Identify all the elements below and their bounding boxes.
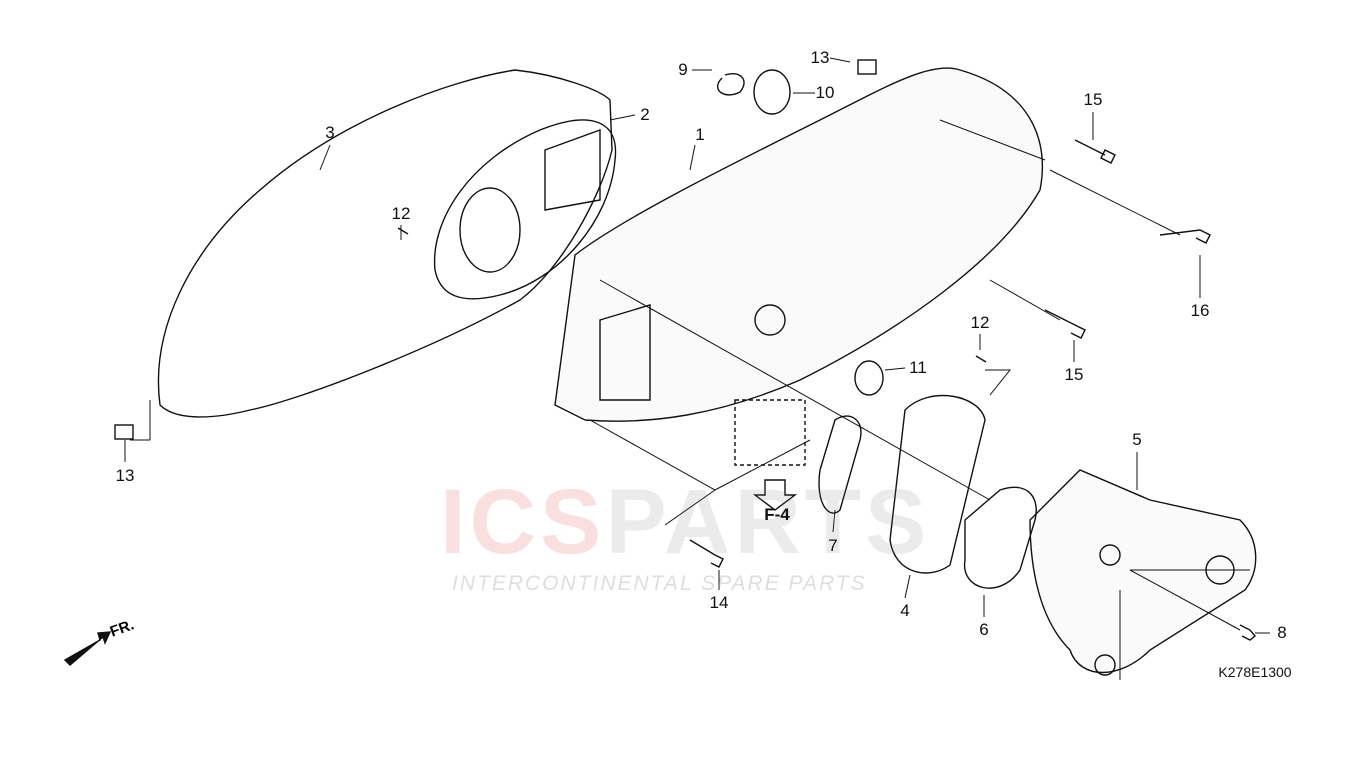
cover-boss — [754, 304, 786, 336]
circlip-9 — [716, 73, 745, 96]
bracket-detail — [734, 399, 806, 466]
callout-4[interactable]: 4 — [900, 601, 910, 620]
gasket-7 — [818, 415, 862, 514]
callout-5[interactable]: 5 — [1132, 430, 1142, 449]
cover-5-hole — [1094, 654, 1116, 676]
callout-11[interactable]: 11 — [909, 358, 927, 377]
callout-6[interactable]: 6 — [979, 620, 989, 639]
callout-2[interactable]: 2 — [640, 105, 650, 124]
dowel-pin-13 — [114, 424, 134, 440]
screw-12 — [397, 227, 987, 363]
oil-seal-11 — [854, 360, 884, 396]
watermark-brand: ICSPARTS — [440, 470, 930, 575]
cover-plate-emblem — [544, 129, 601, 211]
reference-f4[interactable]: F-4 — [764, 505, 790, 524]
callout-13[interactable]: 13 — [115, 466, 135, 485]
callout-14[interactable]: 14 — [709, 593, 729, 612]
callout-13[interactable]: 13 — [810, 48, 830, 67]
callout-16[interactable]: 16 — [1190, 301, 1210, 320]
watermark-tagline: INTERCONTINENTAL SPARE PARTS — [452, 572, 867, 595]
callout-10[interactable]: 10 — [815, 83, 835, 102]
gasket-3 — [157, 69, 613, 418]
cover-plate-2 — [433, 119, 617, 300]
callout-15[interactable]: 15 — [1064, 365, 1084, 384]
watermark-red: ICS — [440, 471, 606, 573]
callout-3[interactable]: 3 — [325, 123, 335, 142]
bolt-16 — [1159, 229, 1211, 244]
cover-5-hole — [1099, 544, 1121, 566]
callout-15[interactable]: 15 — [1083, 90, 1103, 109]
reference-arrow-icon — [752, 479, 798, 511]
bolt-15 — [1074, 139, 1116, 164]
diagram-code: K278E1300 — [1218, 664, 1292, 680]
bolt-15 — [1044, 309, 1086, 339]
left-crankcase-cover-1 — [554, 67, 1044, 422]
dowel-pin-13 — [857, 59, 877, 75]
bearing-10 — [753, 69, 791, 115]
front-arrow-icon — [63, 631, 112, 666]
outer-cover-5 — [1029, 469, 1257, 674]
callout-12[interactable]: 12 — [970, 313, 990, 332]
callout-7[interactable]: 7 — [828, 536, 838, 555]
leader-lines — [124, 57, 1270, 680]
cover-window — [599, 304, 651, 401]
callout-9[interactable]: 9 — [678, 60, 688, 79]
cover-plate-hole — [459, 187, 521, 273]
bolt-8 — [1239, 624, 1256, 641]
callout-12[interactable]: 12 — [391, 204, 411, 223]
watermark-grey: PARTS — [605, 471, 931, 573]
seal-6 — [964, 486, 1037, 589]
bolt-14 — [689, 539, 724, 568]
inner-cover-4 — [889, 394, 986, 574]
callout-8[interactable]: 8 — [1277, 623, 1287, 642]
callout-1[interactable]: 1 — [695, 125, 705, 144]
